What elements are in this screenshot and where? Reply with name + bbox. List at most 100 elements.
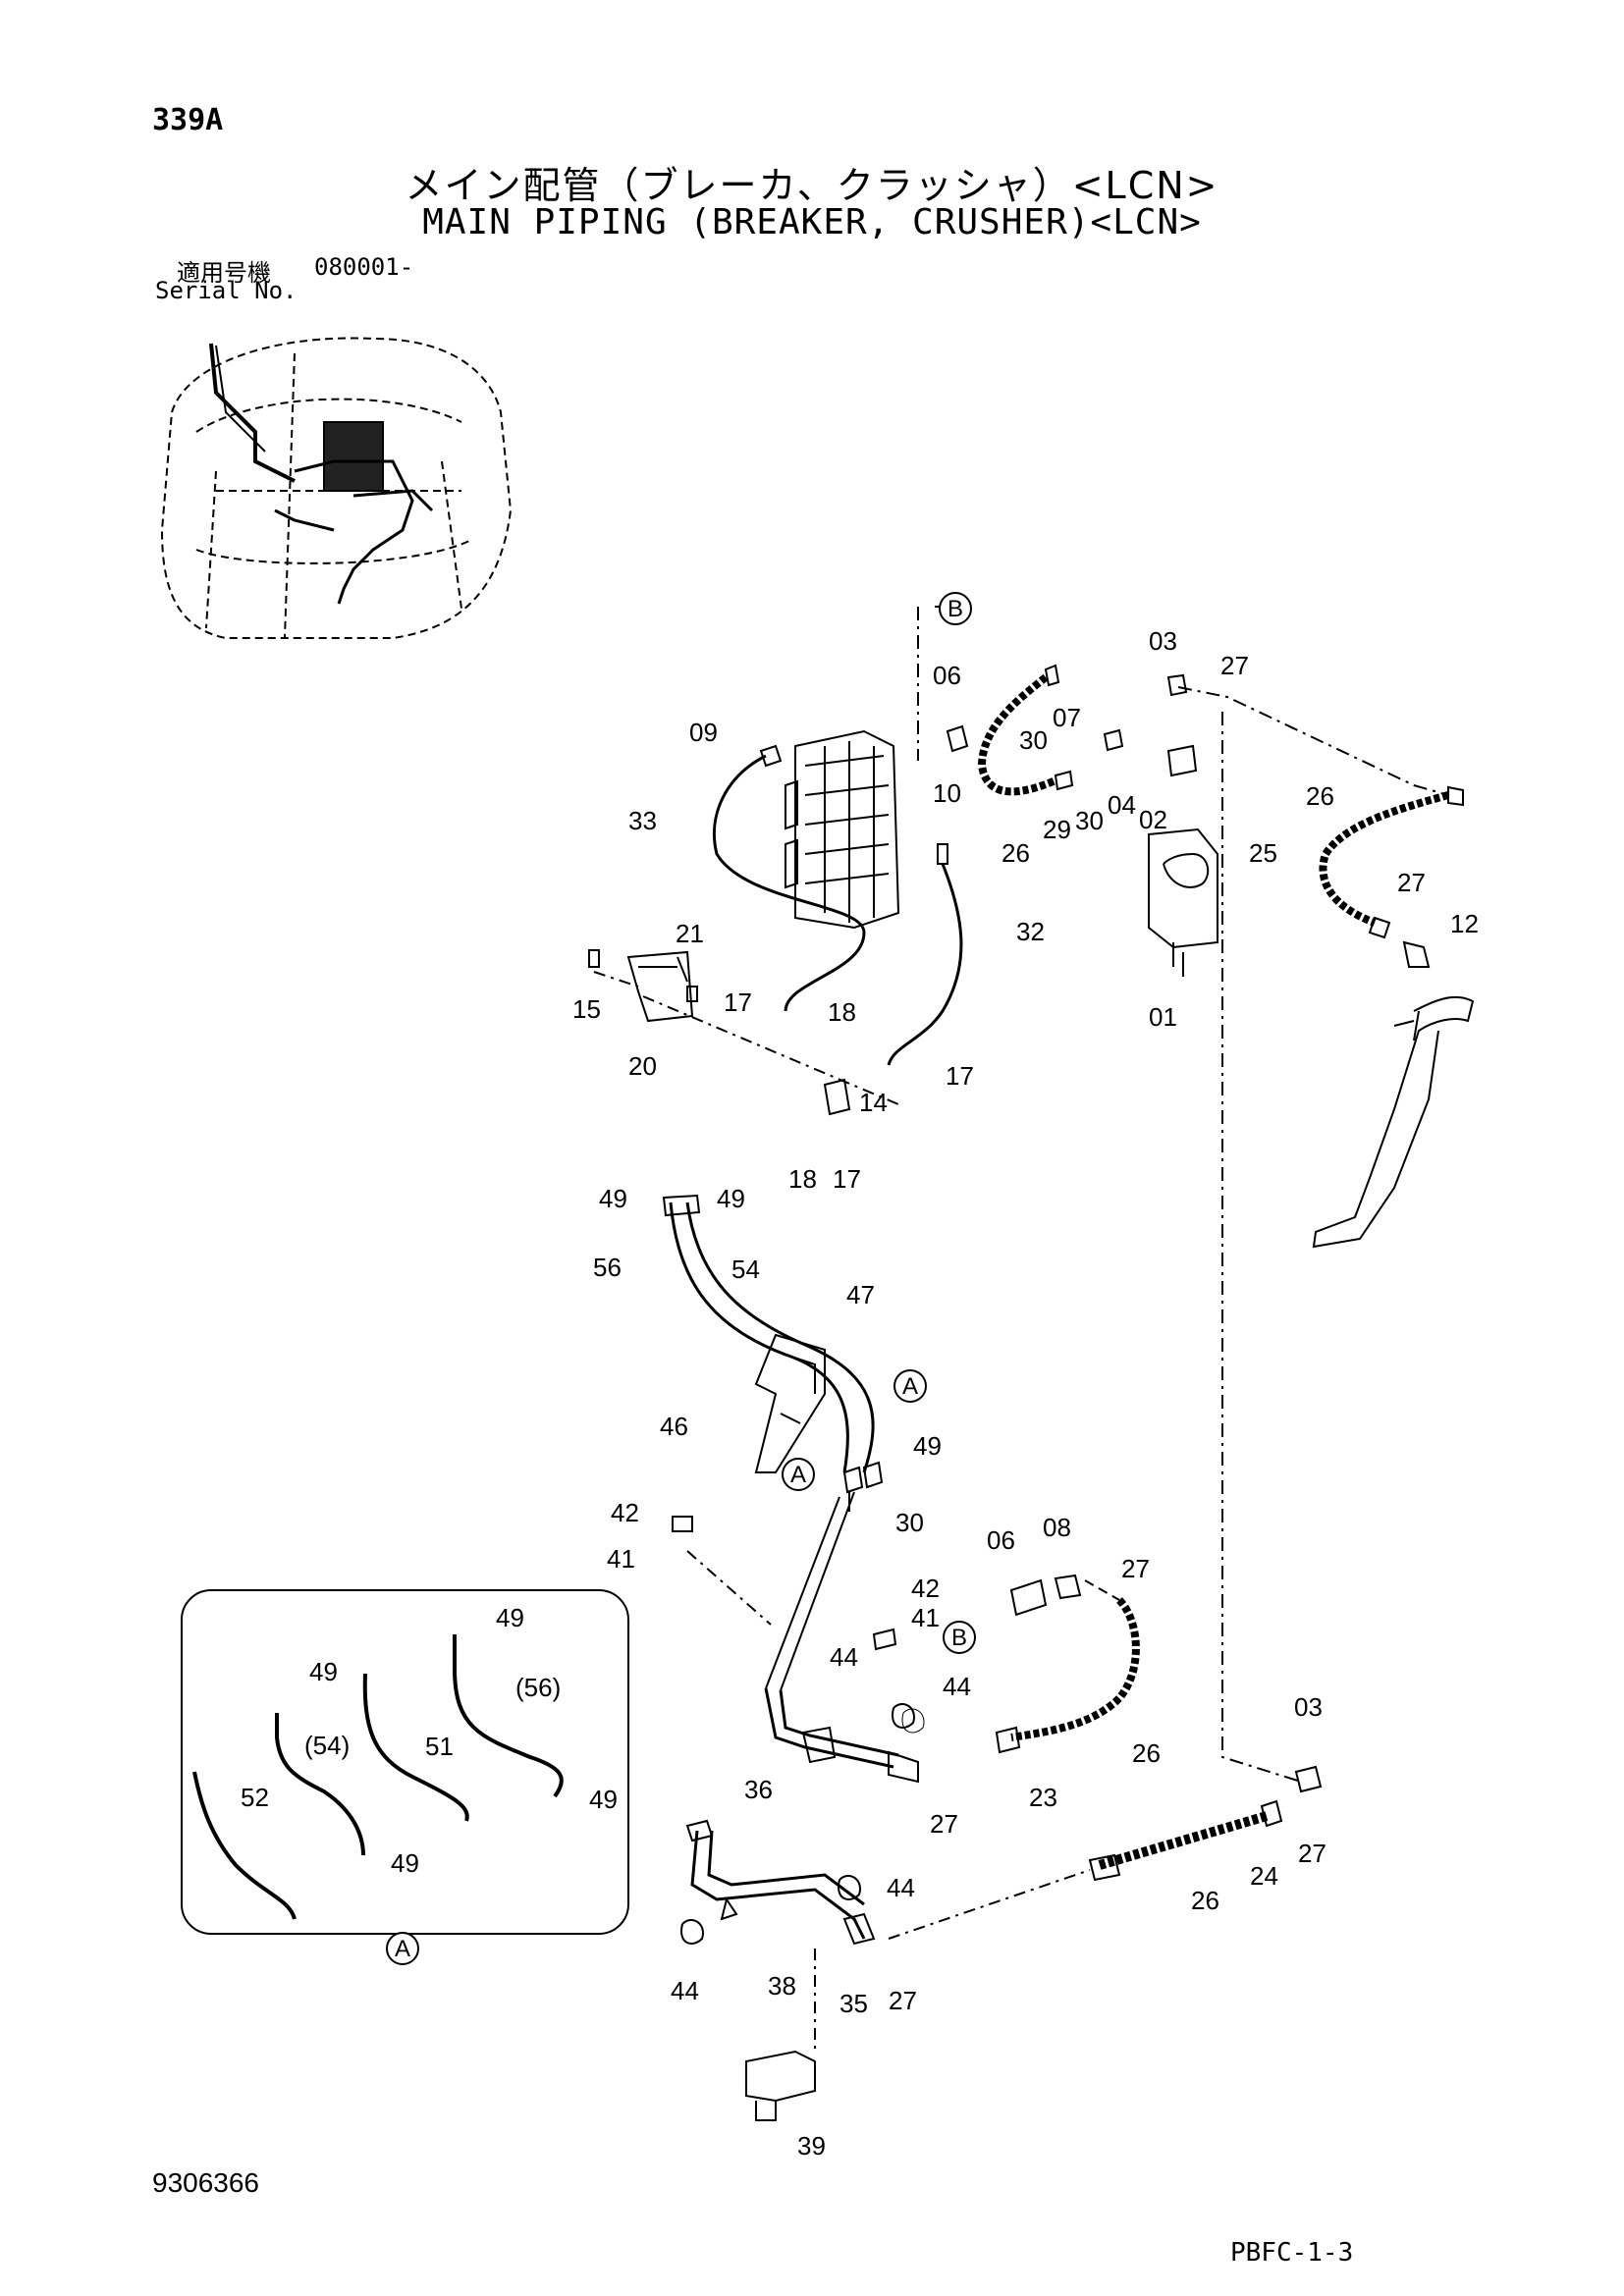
serial-label-english: Serial No. bbox=[155, 277, 298, 304]
bracket-46 bbox=[754, 1333, 826, 1473]
plug-44c bbox=[838, 1875, 861, 1900]
part-label: 02 bbox=[1139, 805, 1167, 834]
part-label: 09 bbox=[689, 718, 718, 747]
part-label: 06 bbox=[933, 661, 961, 690]
pipe-56 bbox=[669, 1201, 849, 1473]
part-label: 12 bbox=[1450, 909, 1479, 938]
part-label: 27 bbox=[1220, 651, 1249, 680]
relief-valve-assembly bbox=[1148, 673, 1218, 977]
part-label: 36 bbox=[744, 1775, 773, 1804]
fitting-03-lower bbox=[1294, 1765, 1323, 1793]
part-label: 14 bbox=[859, 1088, 888, 1117]
part-label: 07 bbox=[1053, 703, 1081, 732]
part-label: 35 bbox=[839, 1989, 868, 2018]
callout-b-upper-text: B bbox=[947, 596, 963, 622]
part-label: 17 bbox=[833, 1164, 861, 1194]
part-label: 18 bbox=[788, 1164, 817, 1194]
pipe-35 bbox=[690, 1830, 866, 1940]
pipe-54 bbox=[685, 1201, 875, 1473]
part-label: 38 bbox=[768, 1971, 796, 2001]
part-label: 06 bbox=[987, 1525, 1015, 1555]
callout-b-lower-text: B bbox=[951, 1625, 967, 1651]
part-label: 41 bbox=[607, 1544, 635, 1574]
part-label: 20 bbox=[628, 1051, 657, 1081]
callout-a-inset-text: A bbox=[395, 1936, 410, 1962]
block-14 bbox=[823, 1078, 851, 1116]
callout-a-lower-text: A bbox=[790, 1462, 806, 1488]
part-label: 21 bbox=[676, 919, 704, 948]
hose-26-upper-right bbox=[1319, 791, 1450, 927]
part-label: 42 bbox=[611, 1498, 639, 1527]
part-label: 30 bbox=[1075, 806, 1104, 835]
part-label: 49 bbox=[717, 1184, 745, 1213]
part-label: 27 bbox=[930, 1809, 958, 1839]
part-label: 03 bbox=[1149, 626, 1177, 656]
plug-44a bbox=[892, 1703, 915, 1729]
part-label: 51 bbox=[425, 1732, 454, 1761]
part-label: 27 bbox=[1397, 868, 1426, 897]
part-label: 42 bbox=[911, 1574, 940, 1603]
bracket-38 bbox=[745, 2050, 816, 2103]
part-label: 15 bbox=[572, 994, 601, 1024]
plug-44d bbox=[680, 1919, 704, 1945]
inset-hose-54 bbox=[275, 1713, 365, 1856]
hose-32 bbox=[887, 863, 963, 1066]
part-label: 47 bbox=[846, 1280, 875, 1309]
title-english: MAIN PIPING (BREAKER, CRUSHER)<LCN> bbox=[422, 202, 1202, 242]
callout-a-lower bbox=[782, 1458, 815, 1491]
callout-b-lower bbox=[943, 1621, 976, 1654]
part-label: (56) bbox=[515, 1673, 561, 1702]
part-label: 24 bbox=[1250, 1861, 1278, 1891]
callout-a-upper-text: A bbox=[902, 1373, 918, 1400]
machine-overview-sketch bbox=[160, 337, 513, 639]
fitting-06-lower bbox=[1009, 1578, 1048, 1617]
part-label: 39 bbox=[797, 2131, 826, 2161]
part-label: 49 bbox=[913, 1431, 942, 1461]
part-label: 32 bbox=[1016, 917, 1045, 946]
part-label: 26 bbox=[1191, 1886, 1219, 1915]
hose-26-upper bbox=[977, 673, 1057, 796]
callout-a-inset bbox=[386, 1932, 419, 1965]
part-label: 26 bbox=[1306, 781, 1334, 811]
part-label: 30 bbox=[1019, 725, 1048, 755]
part-label: 18 bbox=[828, 997, 856, 1027]
part-label: 56 bbox=[593, 1253, 622, 1282]
part-label: 17 bbox=[946, 1061, 974, 1091]
fitting-08 bbox=[1054, 1574, 1082, 1600]
part-label: 10 bbox=[933, 778, 961, 808]
part-label: 26 bbox=[1132, 1738, 1161, 1768]
part-label: 26 bbox=[1001, 838, 1030, 868]
part-label: 41 bbox=[911, 1603, 940, 1632]
callout-b-upper bbox=[939, 592, 972, 625]
inset-hose-51 bbox=[362, 1673, 469, 1822]
serial-label-japanese: 適用号機 bbox=[177, 259, 271, 287]
part-label: 29 bbox=[1043, 815, 1071, 844]
part-label: 54 bbox=[731, 1255, 760, 1284]
part-label: 44 bbox=[943, 1672, 971, 1701]
serial-number: 080001- bbox=[314, 253, 414, 281]
hose-26-middle bbox=[1010, 1597, 1140, 1741]
inset-a-frame bbox=[181, 1589, 629, 1935]
part-label: (54) bbox=[304, 1731, 350, 1760]
part-label: 01 bbox=[1149, 1002, 1177, 1032]
part-label: 46 bbox=[660, 1412, 688, 1441]
part-label: 33 bbox=[628, 806, 657, 835]
part-label: 49 bbox=[309, 1657, 338, 1686]
part-label: 03 bbox=[1294, 1692, 1323, 1722]
part-label: 27 bbox=[889, 1986, 917, 2015]
part-label: 49 bbox=[599, 1184, 627, 1213]
hose-33 bbox=[712, 754, 866, 1012]
clamp-41-upper bbox=[672, 1516, 693, 1532]
part-label: 49 bbox=[496, 1603, 524, 1632]
part-label: 08 bbox=[1043, 1513, 1071, 1542]
hose-26-lower bbox=[1098, 1811, 1269, 1870]
part-label: 49 bbox=[589, 1785, 618, 1814]
clamp-41-lower bbox=[872, 1628, 897, 1651]
part-label: 27 bbox=[1298, 1839, 1326, 1868]
part-label: 44 bbox=[830, 1642, 858, 1672]
pipe-36 bbox=[764, 1687, 894, 1769]
document-number: 9306366 bbox=[152, 2167, 260, 2198]
part-label: 25 bbox=[1249, 838, 1277, 868]
page-code: PBFC-1-3 bbox=[1230, 2238, 1354, 2268]
part-label: 49 bbox=[391, 1848, 419, 1878]
